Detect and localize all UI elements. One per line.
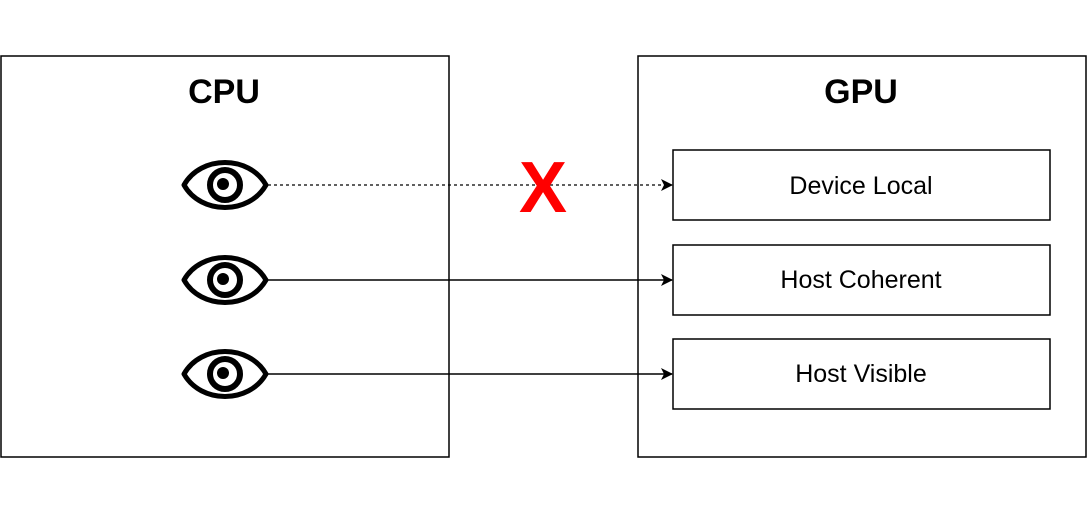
eye-icon (181, 349, 269, 399)
memory-type-label: Host Coherent (780, 266, 941, 294)
eye-icon (181, 255, 269, 305)
memory-type-host-coherent: Host Coherent (672, 244, 1051, 316)
memory-type-host-visible: Host Visible (672, 338, 1051, 410)
cpu-title: CPU (188, 73, 260, 111)
gpu-title: GPU (824, 73, 898, 111)
memory-type-device-local: Device Local (672, 149, 1051, 221)
memory-type-label: Device Local (789, 172, 932, 200)
eye-icon (181, 160, 269, 210)
blocked-access-mark: X (519, 148, 567, 228)
memory-type-label: Host Visible (795, 360, 927, 388)
